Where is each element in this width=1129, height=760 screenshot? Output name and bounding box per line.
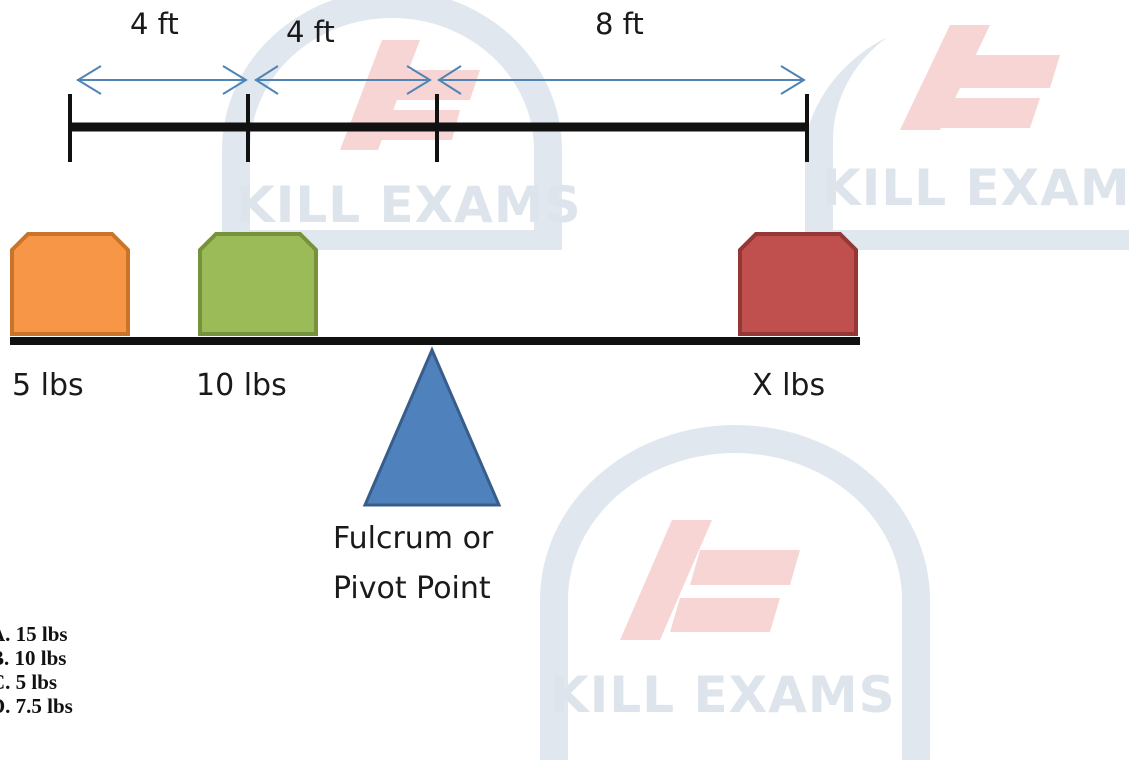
answer-choice-b: B. 10 lbs <box>0 646 73 670</box>
dimension-arrow-seg2 <box>254 65 432 95</box>
watermark-text-1: KILL EXAMS <box>236 176 582 234</box>
answer-letter: A <box>0 622 5 646</box>
watermark-text-3: KILL EXAMS <box>550 666 896 724</box>
watermark-bottom-center: KILL EXAMS <box>540 425 930 760</box>
watermark-text-2: KILL EXAMS <box>822 159 1129 217</box>
answer-text: . 10 lbs <box>4 646 67 670</box>
answer-letter: C <box>0 670 5 694</box>
dimension-arrow-seg3 <box>437 65 806 95</box>
answer-choice-d: D. 7.5 lbs <box>0 694 73 718</box>
answer-choice-a: A. 15 lbs <box>0 622 73 646</box>
weight-label-left: 5 lbs <box>12 368 84 403</box>
weight-block-middle <box>198 232 318 336</box>
dimension-arrow-seg1 <box>76 65 248 95</box>
dimension-arrows <box>76 65 806 95</box>
answer-text: . 15 lbs <box>5 622 68 646</box>
answer-text: . 5 lbs <box>5 670 58 694</box>
answer-letter: B <box>0 646 4 670</box>
weight-block-right <box>738 232 858 336</box>
measurement-bar <box>68 94 809 162</box>
fulcrum-label-line1: Fulcrum or <box>333 521 494 556</box>
weight-block-left <box>10 232 130 336</box>
answer-text: . 7.5 lbs <box>5 694 73 718</box>
watermark-top-right: KILL EXAMS <box>805 7 1129 250</box>
dimension-label-seg2: 4 ft <box>286 15 335 49</box>
answer-choice-c: C. 5 lbs <box>0 670 73 694</box>
answer-choices: A. 15 lbs B. 10 lbs C. 5 lbs D. 7.5 lbs <box>0 622 73 718</box>
weight-label-middle: 10 lbs <box>196 368 287 403</box>
lever-beam <box>10 337 860 345</box>
answer-letter: D <box>0 694 5 718</box>
dimension-label-seg3: 8 ft <box>595 7 644 41</box>
weight-label-right: X lbs <box>752 368 825 403</box>
fulcrum-label-line2: Pivot Point <box>333 571 491 606</box>
dimension-label-seg1: 4 ft <box>130 7 179 41</box>
fulcrum-triangle <box>362 346 502 507</box>
